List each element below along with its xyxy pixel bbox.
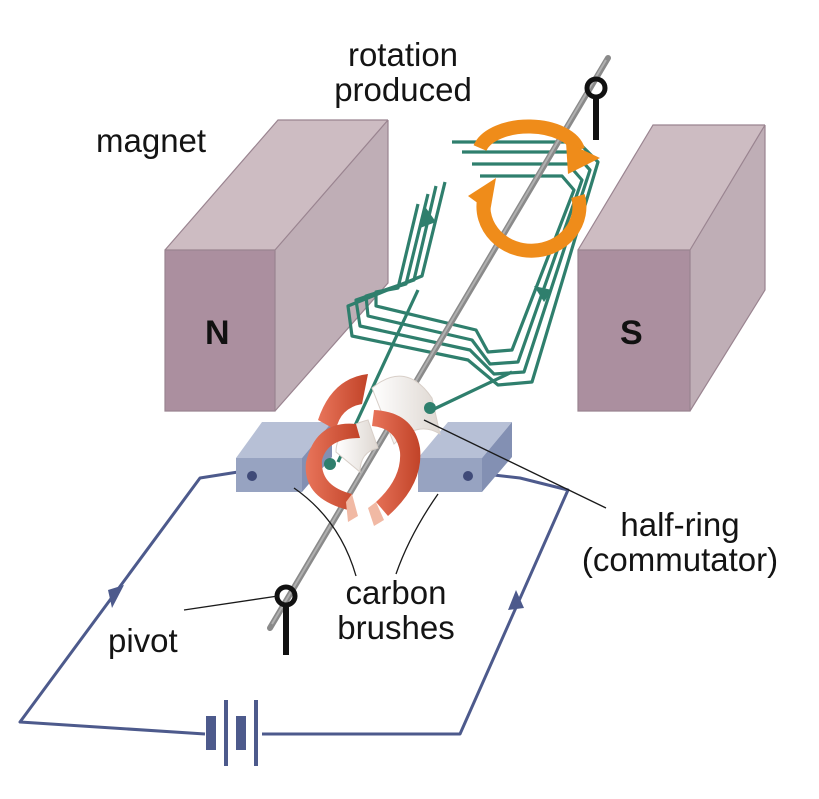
carbon-brushes-label: carbon brushes <box>316 574 476 646</box>
coil-lead-right <box>431 370 513 412</box>
commutator <box>305 374 441 526</box>
pivot-top <box>584 76 608 140</box>
current-arrow-left <box>108 585 124 608</box>
rotation-label-line1: rotation <box>347 36 459 73</box>
coil-arrow-right <box>534 286 552 302</box>
carbon-brushes-label-line2: brushes <box>337 608 455 646</box>
commutator-contact-right <box>424 402 436 414</box>
commutator-ring-left <box>305 423 360 510</box>
magnet-north-top <box>165 120 388 250</box>
brush-right <box>418 422 512 492</box>
battery-plate-1 <box>206 716 216 750</box>
magnet-label: magnet <box>96 122 207 159</box>
rotation-label: rotation produced <box>318 36 488 108</box>
magnet-south-side <box>690 125 765 411</box>
rotation-arrowhead-2 <box>468 178 496 212</box>
carbon-brushes-label-line1: carbon <box>345 574 447 611</box>
leader-half-ring <box>423 419 607 509</box>
north-pole-label: N <box>205 314 230 352</box>
magnet-south-front <box>578 250 690 411</box>
brush-left-front <box>236 458 302 492</box>
magnet-south-top <box>578 125 765 250</box>
coil-arrow-left <box>420 208 436 228</box>
battery <box>206 700 258 766</box>
half-ring-label-line2: (commutator) <box>581 540 779 578</box>
coil-winding-4 <box>374 174 576 354</box>
commutator-half-copper-top <box>318 374 368 430</box>
magnet-south <box>577 124 766 412</box>
commutator-contact-left <box>324 458 336 470</box>
leader-carbon-right <box>395 493 439 575</box>
magnet-north-front <box>165 250 275 411</box>
rotation-label-line2: produced <box>334 70 472 108</box>
brush-left-top <box>236 422 332 458</box>
commutator-edge-1 <box>346 494 358 522</box>
leader-pivot <box>183 595 279 611</box>
battery-plate-4 <box>254 700 258 766</box>
pivot-label: pivot <box>108 622 178 659</box>
south-pole-label: S <box>620 314 643 352</box>
magnet-north <box>164 119 389 412</box>
rotation-arc-top <box>473 119 585 153</box>
circuit-wire-left <box>18 470 239 736</box>
leader-carbon-left <box>293 487 357 577</box>
commutator-edge-2 <box>368 502 384 526</box>
leader-lines <box>183 419 607 611</box>
magnet-north-side <box>275 120 388 411</box>
half-ring-label-line1: half-ring <box>620 506 740 543</box>
rotation-arrowhead-1 <box>566 142 600 174</box>
commutator-ring-right <box>372 410 421 516</box>
battery-plate-2 <box>224 700 228 766</box>
battery-plate-3 <box>236 716 246 750</box>
brush-right-side <box>482 422 512 492</box>
rotation-arrows <box>473 119 587 258</box>
current-arrow-right <box>508 590 524 610</box>
half-ring-label: half-ring (commutator) <box>560 506 800 578</box>
rotation-arc-bottom <box>476 194 587 258</box>
